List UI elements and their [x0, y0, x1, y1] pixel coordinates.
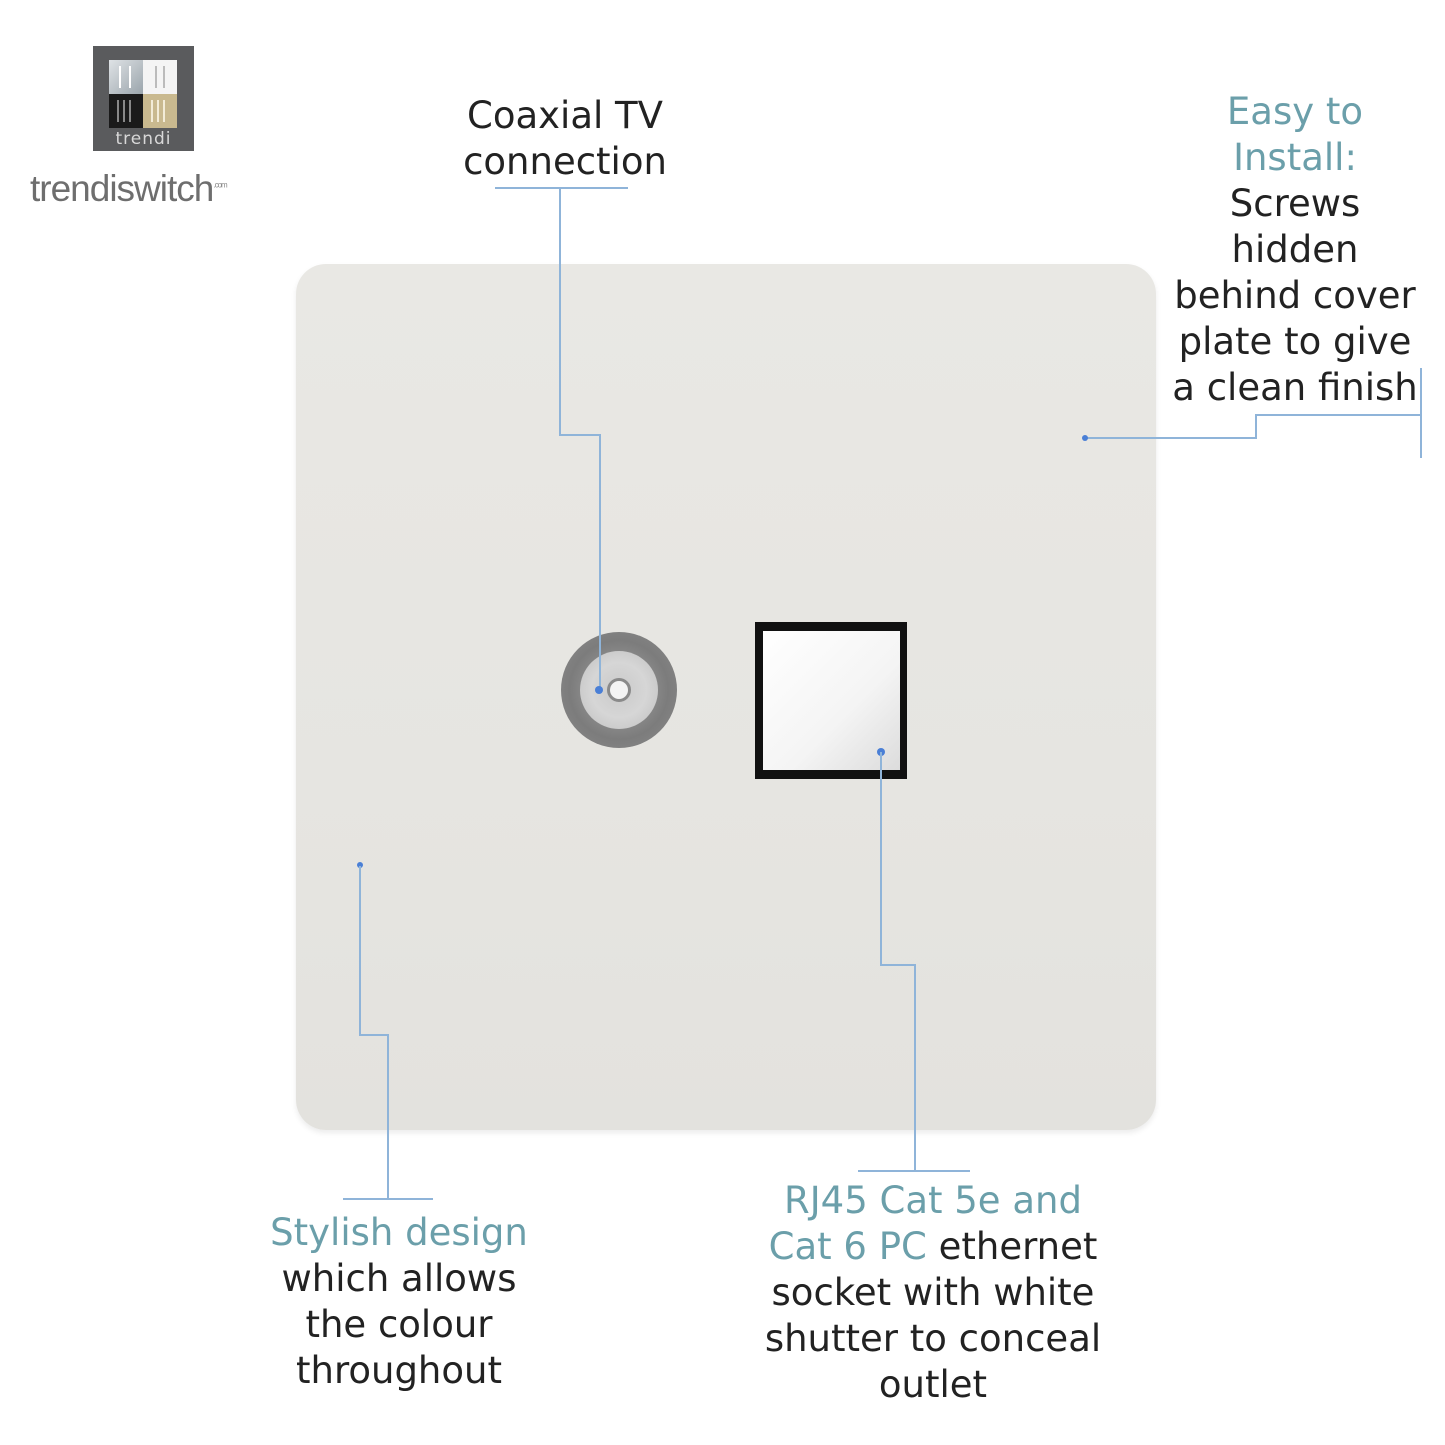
coax-callout-line2: connection [463, 140, 667, 183]
design-leader-underline [343, 1198, 433, 1200]
rj45-callout-line4: shutter to conceal [764, 1317, 1102, 1360]
coax-leader-horizontal [559, 434, 601, 436]
rj45-callout-line5: outlet [878, 1363, 988, 1406]
rj45-callout-line2-rest: ethernet [926, 1225, 1098, 1268]
design-leader-dot [357, 862, 363, 868]
rj45-callout: RJ45 Cat 5e and Cat 6 PC ethernet socket… [755, 1178, 1111, 1408]
rj45-leader-underline [858, 1170, 970, 1172]
rj45-leader-vertical-2 [914, 964, 916, 1172]
brand-name: trendiswitch.com [30, 168, 228, 210]
logo-tile-chrome [109, 60, 143, 94]
coax-leader-underline [495, 187, 628, 189]
rj45-shutter [763, 631, 900, 770]
install-callout-line1: Screws [1229, 182, 1361, 225]
design-callout-line2: the colour [305, 1303, 493, 1346]
coax-callout-line1: Coaxial TV [467, 94, 663, 137]
design-callout-line3: throughout [296, 1349, 502, 1392]
design-callout: Stylish design which allows the colour t… [258, 1210, 540, 1394]
install-leader-vertical [1255, 414, 1257, 439]
install-callout-line2: hidden [1231, 228, 1359, 271]
design-leader-vertical-2 [387, 1034, 389, 1200]
socket-cover-plate [296, 264, 1156, 1130]
design-callout-heading: Stylish design [270, 1211, 528, 1254]
install-callout-line5: a clean finish [1172, 366, 1418, 409]
coax-leader-vertical-1 [559, 187, 561, 436]
coax-leader-vertical-2 [599, 434, 601, 690]
install-callout-line4: plate to give [1178, 320, 1412, 363]
coax-leader-dot [595, 686, 603, 694]
design-leader-vertical-1 [359, 866, 361, 1036]
design-callout-line1: which allows [281, 1257, 517, 1300]
rj45-callout-line3: socket with white [771, 1271, 1095, 1314]
install-leader-stub [1255, 414, 1420, 416]
rj45-callout-heading-2: Cat 6 PC [768, 1225, 927, 1268]
logo-badge-text: trendi [115, 129, 172, 149]
logo-tile-gold [143, 94, 177, 128]
install-callout-line3: behind cover [1174, 274, 1416, 317]
rj45-callout-line2: Cat 6 PC ethernet [755, 1224, 1111, 1270]
install-leader-dot [1082, 435, 1088, 441]
rj45-leader-horizontal [880, 964, 916, 966]
install-leader-bracket [1420, 368, 1422, 458]
logo-tile-black [109, 94, 143, 128]
brand-wordmark: trendiswitch [30, 168, 214, 209]
coax-callout: Coaxial TV connection [430, 93, 700, 185]
rj45-leader-vertical-1 [880, 752, 882, 966]
install-leader-horizontal [1087, 437, 1257, 439]
brand-logo-badge: trendi [93, 46, 194, 151]
coaxial-socket-pin [607, 678, 631, 702]
design-leader-horizontal [359, 1034, 389, 1036]
install-callout: Easy to Install: Screws hidden behind co… [1165, 89, 1425, 411]
rj45-callout-heading-1: RJ45 Cat 5e and [784, 1179, 1082, 1222]
install-callout-heading-1: Easy to [1226, 90, 1364, 133]
brand-suffix: .com [213, 180, 227, 190]
install-callout-heading-2: Install: [1233, 136, 1357, 179]
logo-tile-white [143, 60, 177, 94]
